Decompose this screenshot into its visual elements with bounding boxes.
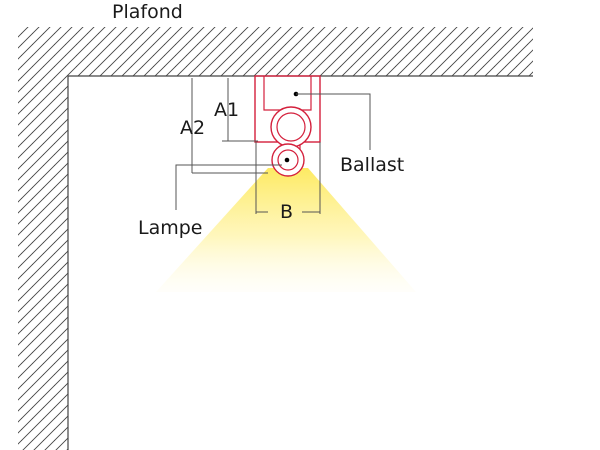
ceiling-wall-edge <box>67 75 533 450</box>
ballast-label: Ballast <box>340 154 404 176</box>
dim-a1-label: A1 <box>214 99 239 121</box>
lamp-bulb-inner <box>277 149 299 171</box>
ceiling-wall-hatch <box>18 27 533 450</box>
lamp-dot <box>284 157 290 163</box>
dim-b-label: B <box>280 201 293 223</box>
ceiling-label: Plafond <box>112 1 183 23</box>
ballast-leader <box>296 93 371 150</box>
lamp-label: Lampe <box>138 217 203 239</box>
lamp-holder-inner <box>276 112 306 142</box>
light-cone <box>156 168 416 292</box>
dim-a2-label: A2 <box>180 117 205 139</box>
lamp-leader <box>175 164 282 210</box>
ballast-inner <box>263 76 312 111</box>
